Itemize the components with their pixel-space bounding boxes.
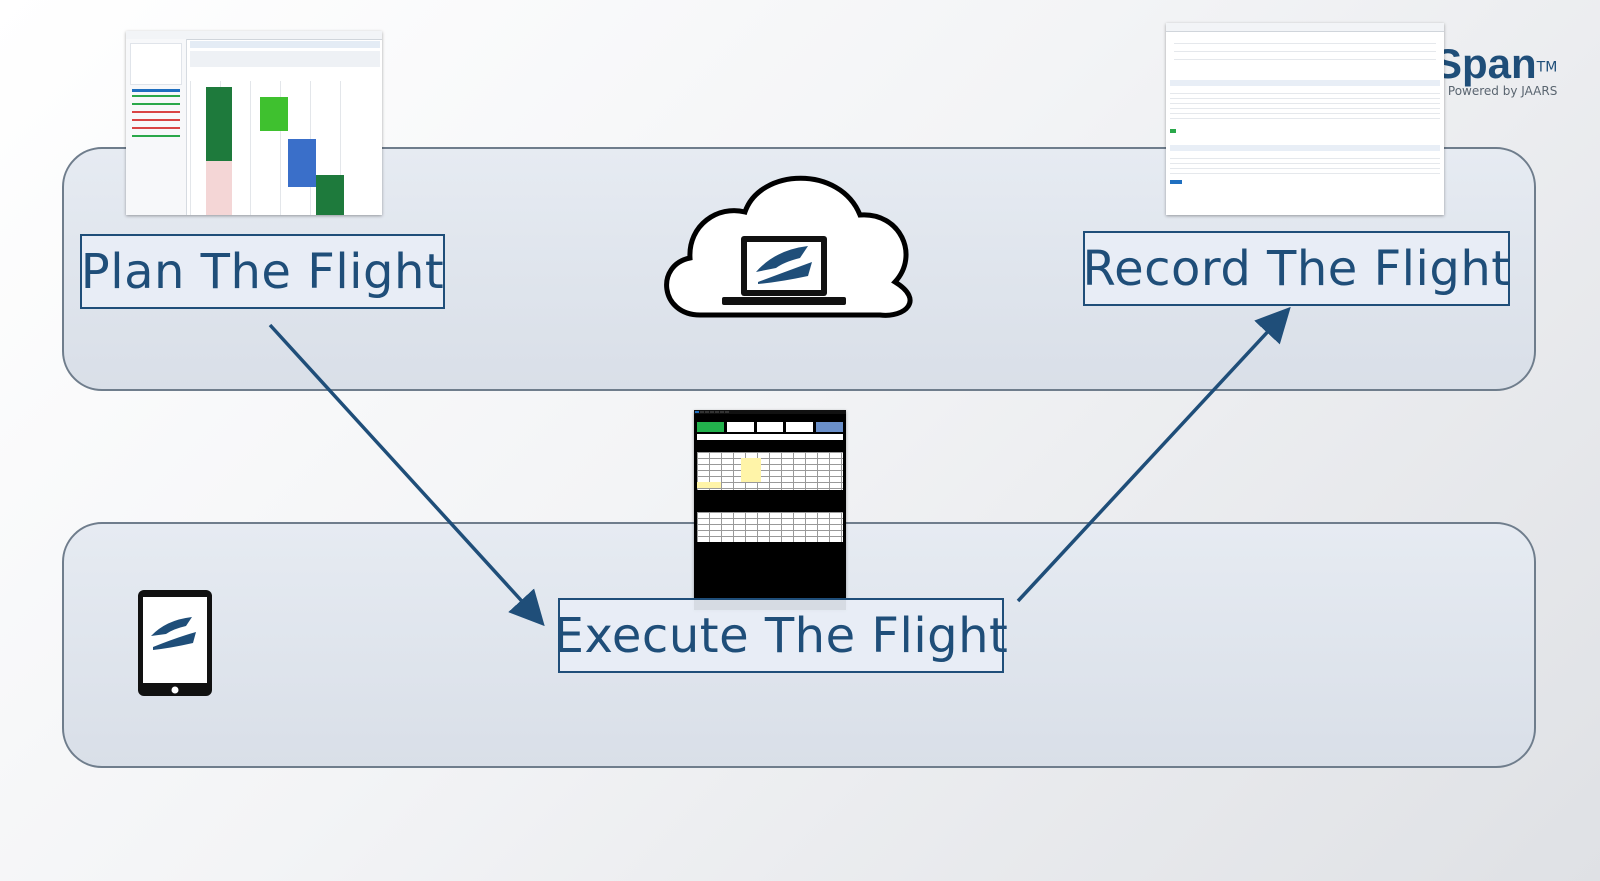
flight-records-screenshot	[1166, 23, 1444, 215]
record-the-flight-label: Record The Flight	[1082, 231, 1510, 306]
plan-the-flight-label: Plan The Flight	[80, 234, 445, 309]
schedule-grid	[190, 41, 380, 215]
tablet-icon	[138, 590, 212, 696]
execute-the-flight-label: Execute The Flight	[554, 598, 1008, 673]
logo-powered-by: Powered by JAARS	[1447, 84, 1558, 98]
execute-to-record-arrow	[1016, 306, 1291, 603]
plan-to-execute-arrow	[268, 323, 545, 627]
logo-trademark: TM	[1536, 59, 1558, 76]
schedule-sidebar	[126, 39, 187, 215]
cloud-laptop-icon	[664, 175, 913, 318]
schedule-screenshot	[126, 31, 382, 215]
tablet-app-screenshot	[694, 410, 846, 610]
